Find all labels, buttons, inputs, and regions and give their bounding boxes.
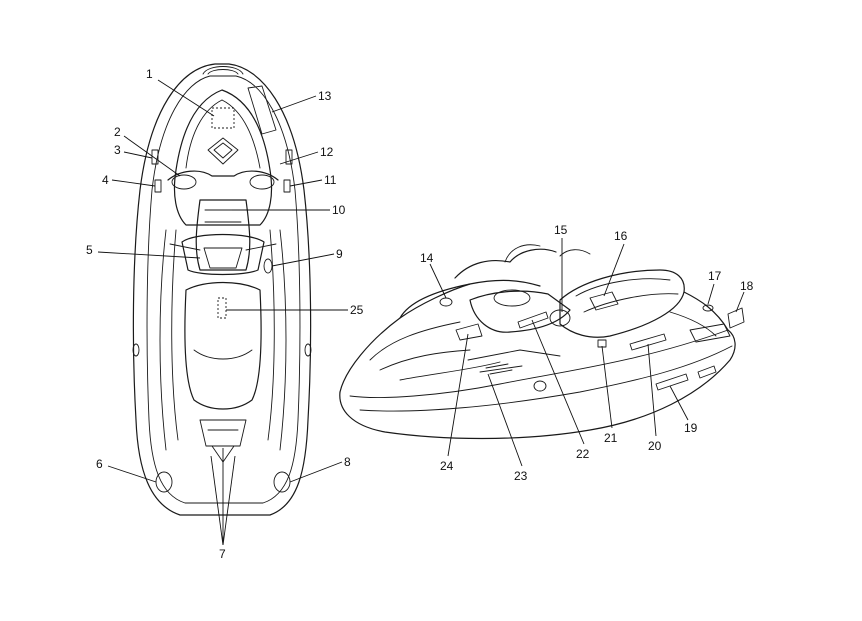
callout-16: 16 (614, 229, 628, 243)
leader-lines (97, 79, 745, 546)
callout-4: 4 (102, 173, 109, 187)
callout-18: 18 (740, 279, 754, 293)
callout-numbers: 1 2 3 4 5 6 7 8 9 10 11 12 13 14 15 16 1… (86, 67, 754, 561)
callout-17: 17 (708, 269, 722, 283)
side-view-watercraft (339, 244, 745, 440)
callout-11: 11 (324, 173, 337, 187)
callout-1: 1 (146, 67, 153, 81)
callout-12: 12 (320, 145, 334, 159)
callout-21: 21 (604, 431, 618, 445)
callout-5: 5 (86, 243, 93, 257)
callout-10: 10 (332, 203, 346, 217)
callout-3: 3 (114, 143, 121, 157)
callout-23: 23 (514, 469, 528, 483)
callout-14: 14 (420, 251, 434, 265)
callout-7: 7 (219, 547, 226, 561)
callout-19: 19 (684, 421, 698, 435)
callout-2: 2 (114, 125, 121, 139)
callout-25: 25 (350, 303, 364, 317)
callout-6: 6 (96, 457, 103, 471)
callout-22: 22 (576, 447, 590, 461)
callout-15: 15 (554, 223, 568, 237)
callout-8: 8 (344, 455, 351, 469)
callout-13: 13 (318, 89, 332, 103)
top-view-watercraft (132, 63, 312, 516)
callout-20: 20 (648, 439, 662, 453)
callout-24: 24 (440, 459, 454, 473)
callout-9: 9 (336, 247, 343, 261)
